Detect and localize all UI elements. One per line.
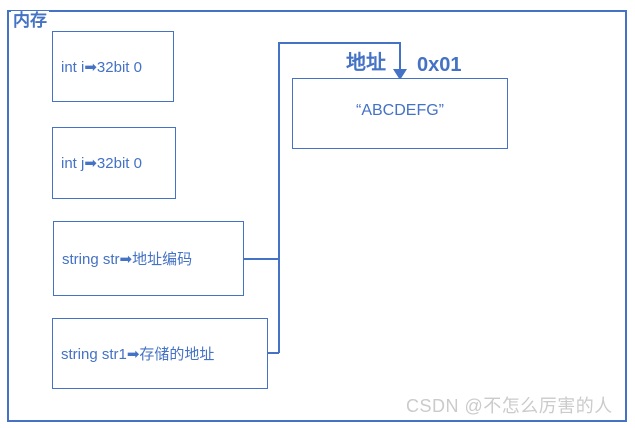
var-box-string-str1-label: string str1➡存储的地址	[61, 346, 215, 363]
var-box-string-str1: string str1➡存储的地址	[52, 318, 268, 389]
memory-frame	[7, 10, 627, 422]
var-box-int-j: int j➡32bit 0	[52, 127, 176, 199]
var-box-string-str: string str➡地址编码	[53, 221, 244, 296]
watermark: CSDN @不怎么厉害的人	[406, 396, 613, 416]
string-value-box: “ABCDEFG”	[292, 78, 508, 149]
address-value: 0x01	[417, 54, 462, 76]
var-box-string-str-label: string str➡地址编码	[62, 251, 193, 268]
address-label: 地址	[346, 52, 386, 74]
var-box-int-i-label: int i➡32bit 0	[61, 58, 142, 76]
var-box-int-j-label: int j➡32bit 0	[61, 155, 142, 172]
string-value: “ABCDEFG”	[356, 101, 444, 119]
var-box-int-i: int i➡32bit 0	[52, 31, 174, 102]
memory-frame-label: 内存	[11, 11, 49, 32]
